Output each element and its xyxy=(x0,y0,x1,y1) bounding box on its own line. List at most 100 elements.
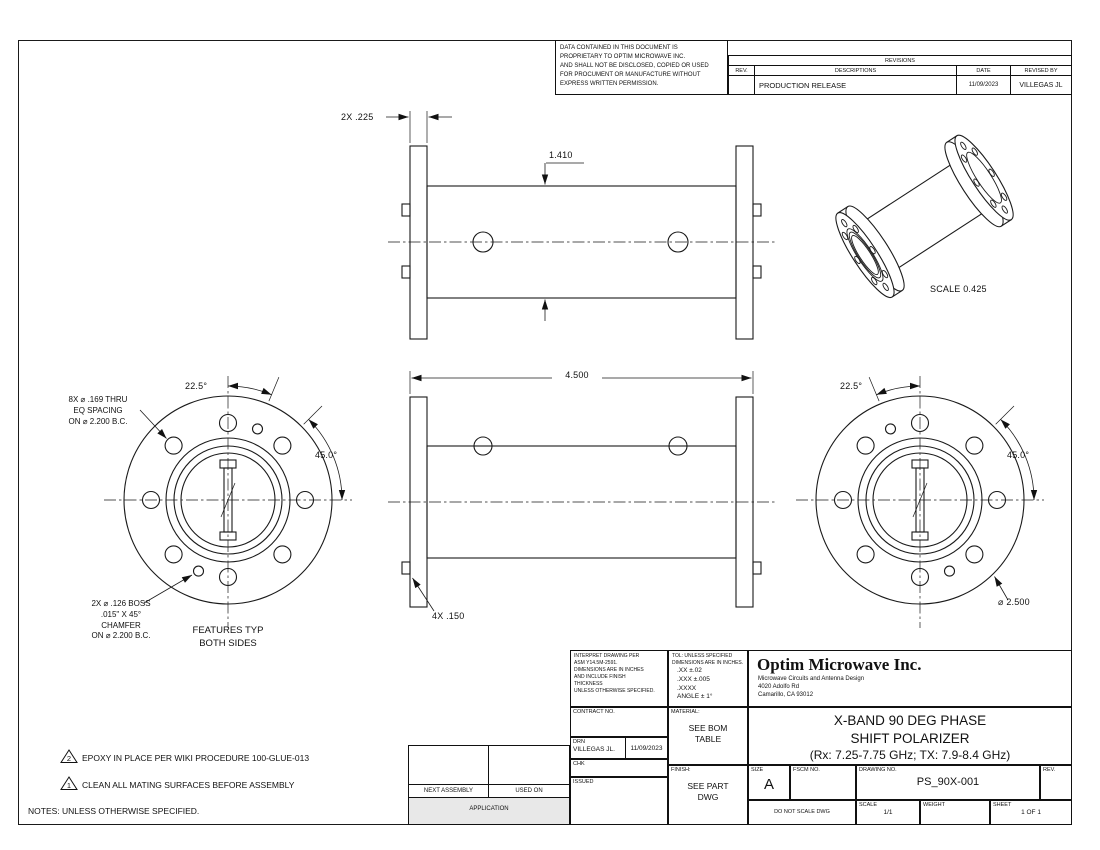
angle-leg xyxy=(995,405,1015,425)
revisions-header-row: REV. DESCRIPTIONS DATE REVISED BY xyxy=(729,66,1071,76)
company-name: Optim Microwave Inc. xyxy=(757,655,922,674)
bolt-hole xyxy=(856,436,875,455)
flag-triangle-2: 2 xyxy=(60,749,78,763)
waveguide-body xyxy=(426,185,737,299)
boss-circle xyxy=(472,231,494,253)
bolt-hole xyxy=(856,545,875,564)
dim-angle-22-right: 22.5° xyxy=(840,381,863,391)
flange-right xyxy=(735,145,754,340)
note-bolt-holes: 8X ⌀ .169 THRU EQ SPACING ON ⌀ 2.200 B.C… xyxy=(68,395,128,426)
fscm-label: FSCM NO. xyxy=(793,767,820,773)
drn-name: VILLEGAS JL. xyxy=(573,746,615,753)
revisions-col-desc: DESCRIPTIONS xyxy=(755,66,957,75)
isometric-view xyxy=(835,134,1014,299)
bolt-hole xyxy=(1001,205,1008,214)
bore-chamfer-circle xyxy=(865,445,975,555)
finish-label: FINISH: xyxy=(671,767,691,773)
dim-angle-45-right: 45.0° xyxy=(1007,450,1030,460)
boss-tab xyxy=(401,561,411,575)
company-address: Microwave Circuits and Antenna Design 40… xyxy=(758,676,865,698)
bolt-hole xyxy=(910,413,930,433)
revisions-col-rev: REV. xyxy=(729,66,755,75)
size-cell: SIZE A xyxy=(748,765,790,800)
revision-author: VILLEGAS JL xyxy=(1019,81,1063,89)
revision-date: 11/09/2023 xyxy=(957,76,1011,94)
checked-by-cell: CHK xyxy=(570,759,668,777)
tolerance-heading: TOL: UNLESS SPECIFIED DIMENSIONS ARE IN … xyxy=(672,653,744,666)
bolt-hole xyxy=(988,168,995,177)
boss-circle xyxy=(668,436,688,456)
company-cell: Optim Microwave Inc. Microwave Circuits … xyxy=(748,650,1072,707)
front-view-right xyxy=(796,376,1044,628)
vane-hatch xyxy=(220,482,236,518)
flag-triangle-1: 1 xyxy=(60,776,78,790)
note-flag-2-text: EPOXY IN PLACE PER WIKI PROCEDURE 100-GL… xyxy=(82,753,310,763)
revisions-table: REVISIONS REV. DESCRIPTIONS DATE REVISED… xyxy=(728,55,1072,95)
leader-line xyxy=(412,577,435,612)
vane-hatch xyxy=(912,482,928,518)
bolt-hole xyxy=(973,178,980,187)
leader-line xyxy=(139,409,167,439)
revisions-data-row: PRODUCTION RELEASE 11/09/2023 VILLEGAS J… xyxy=(729,76,1071,94)
polarizer-vane xyxy=(911,531,929,541)
bore-chamfer-circle xyxy=(173,445,283,555)
drawn-by: DRN VILLEGAS JL. xyxy=(571,738,626,758)
finish-value: SEE PART DWG xyxy=(687,781,729,803)
angle-leg xyxy=(868,376,880,402)
drawn-by-cell: DRN VILLEGAS JL. 11/09/2023 xyxy=(570,737,668,759)
angle-arc xyxy=(227,382,272,396)
raised-face-circle xyxy=(857,437,983,563)
bolt-hole xyxy=(852,224,859,234)
boss-circle xyxy=(473,436,493,456)
revisions-col-date: DATE xyxy=(957,66,1011,75)
drn-date: 11/09/2023 xyxy=(630,744,663,752)
polarizer-vane xyxy=(219,531,237,541)
angle-arc xyxy=(1000,419,1038,501)
size-value: A xyxy=(763,776,774,793)
flange-left xyxy=(409,145,428,340)
revisions-col-by: REVISED BY xyxy=(1024,68,1058,74)
boss-hole xyxy=(192,565,205,577)
leader-line xyxy=(143,574,193,604)
drawing-title-cell: X-BAND 90 DEG PHASE SHIFT POLARIZER (Rx:… xyxy=(748,707,1072,765)
sheet-label: SHEET xyxy=(993,802,1012,808)
bolt-hole xyxy=(841,219,848,228)
bolt-hole xyxy=(990,199,997,208)
note-boss: 2X ⌀ .126 BOSS .015" X 45° CHAMFER ON ⌀ … xyxy=(91,599,151,641)
drawing-title-line2: SHIFT POLARIZER xyxy=(850,730,970,746)
bolt-hole xyxy=(164,436,183,455)
scale-cell: SCALE 1/1 xyxy=(856,800,920,825)
sheet-cell: SHEET 1 OF 1 xyxy=(990,800,1072,825)
bolt-hole xyxy=(881,270,889,279)
contract-cell: CONTRACT NO. xyxy=(570,707,668,737)
rev-cell: REV. xyxy=(1040,765,1072,800)
drawing-title-line3: (Rx: 7.25-7.75 GHz; TX: 7.9-8.4 GHz) xyxy=(809,748,1011,763)
bolt-hole xyxy=(871,276,878,286)
bolt-hole xyxy=(869,246,876,255)
weight-cell: WEIGHT xyxy=(920,800,990,825)
application-label: APPLICATION xyxy=(408,797,570,825)
tolerance-values: .XX ±.02 .XXX ±.005 .XXXX ANGLE ± 1° xyxy=(677,667,713,701)
interpret-cell: INTERPRET DRAWING PER ASM Y14.5M-2591. D… xyxy=(570,650,668,707)
size-label: SIZE xyxy=(751,767,764,773)
boss-tab xyxy=(401,265,411,279)
dim-body-diameter: 1.410 xyxy=(549,150,573,160)
bolt-hole xyxy=(295,490,315,510)
dim-overall-length: 4.500 xyxy=(565,370,589,380)
tolerance-cell: TOL: UNLESS SPECIFIED DIMENSIONS ARE IN … xyxy=(668,650,748,707)
angle-leg xyxy=(268,376,280,402)
waveguide-bore-circle xyxy=(180,452,276,548)
dim-flange-thickness: 2X .225 xyxy=(341,112,374,122)
front-view-left xyxy=(104,376,352,628)
note-flag-1-text: CLEAN ALL MATING SURFACES BEFORE ASSEMBL… xyxy=(82,780,295,790)
bolt-hole xyxy=(218,567,238,587)
waveguide-bore xyxy=(851,235,879,276)
material-value: SEE BOM TABLE xyxy=(688,723,728,745)
drawing-number-label: DRAWING NO. xyxy=(859,767,897,773)
bolt-hole xyxy=(841,231,849,241)
weight-label: WEIGHT xyxy=(923,802,945,808)
boss-tab xyxy=(401,203,411,217)
bolt-hole xyxy=(273,436,292,455)
